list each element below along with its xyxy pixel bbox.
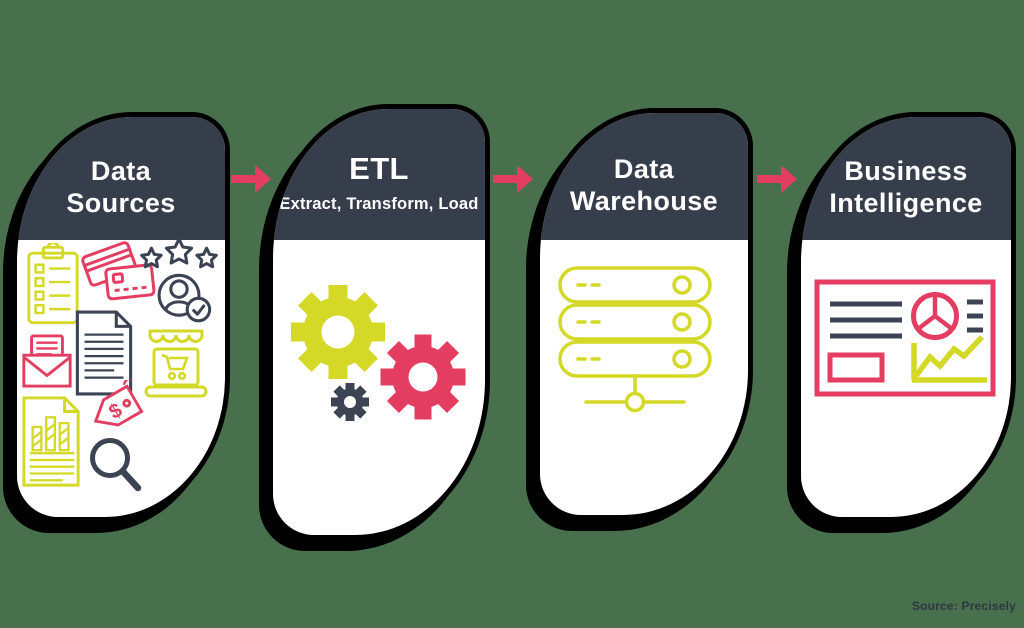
pie-chart-glyph xyxy=(911,292,959,340)
dashboard-text-lines xyxy=(830,301,902,339)
source-credit: Source: Precisely xyxy=(911,599,1016,613)
bi-dashboard-icon xyxy=(814,279,996,397)
document-icon xyxy=(75,310,133,396)
card-title: ETL xyxy=(349,151,409,186)
card-header: ETL Extract, Transform, Load xyxy=(273,109,485,240)
arrow-head xyxy=(781,165,797,193)
online-store-icon xyxy=(144,329,208,398)
mail-icon xyxy=(22,334,72,388)
gear-small-dark xyxy=(331,383,369,421)
credit-cards-icon xyxy=(81,241,156,301)
card-subtitle: Extract, Transform, Load xyxy=(279,195,479,213)
dashboard-legend-dashes xyxy=(967,299,983,333)
flow-arrow-icon xyxy=(231,165,271,193)
arrow-shaft xyxy=(493,175,519,183)
report-chart-icon xyxy=(22,396,80,487)
flow-arrow-icon xyxy=(493,165,533,193)
stage-card-etl: ETL Extract, Transform, Load xyxy=(268,104,490,540)
stage-card-data-sources: Data Sources xyxy=(12,112,230,522)
server-stack-icon xyxy=(558,266,712,413)
arrow-head xyxy=(517,165,533,193)
card-title: Data Sources xyxy=(66,155,176,218)
line-chart-glyph xyxy=(911,335,987,383)
customer-reviews-icon xyxy=(140,238,218,323)
gear-pink xyxy=(380,334,466,420)
card-title: Business Intelligence xyxy=(829,155,983,218)
stage-card-data-warehouse: Data Warehouse xyxy=(535,108,753,520)
stage-card-business-intelligence: Business Intelligence xyxy=(796,112,1016,522)
clipboard-icon xyxy=(27,243,79,325)
price-tag-icon: $ xyxy=(93,380,144,427)
magnifier-icon xyxy=(90,438,142,492)
card-title: Data Warehouse xyxy=(569,153,719,216)
flow-arrow-icon xyxy=(757,165,797,193)
arrow-shaft xyxy=(757,175,783,183)
gear-yellow xyxy=(291,285,385,379)
gears-icon xyxy=(291,285,466,421)
card-header: Data Sources xyxy=(17,117,225,240)
arrow-shaft xyxy=(231,175,257,183)
arrow-head xyxy=(255,165,271,193)
card-header: Business Intelligence xyxy=(801,117,1011,240)
card-header: Data Warehouse xyxy=(540,113,748,240)
